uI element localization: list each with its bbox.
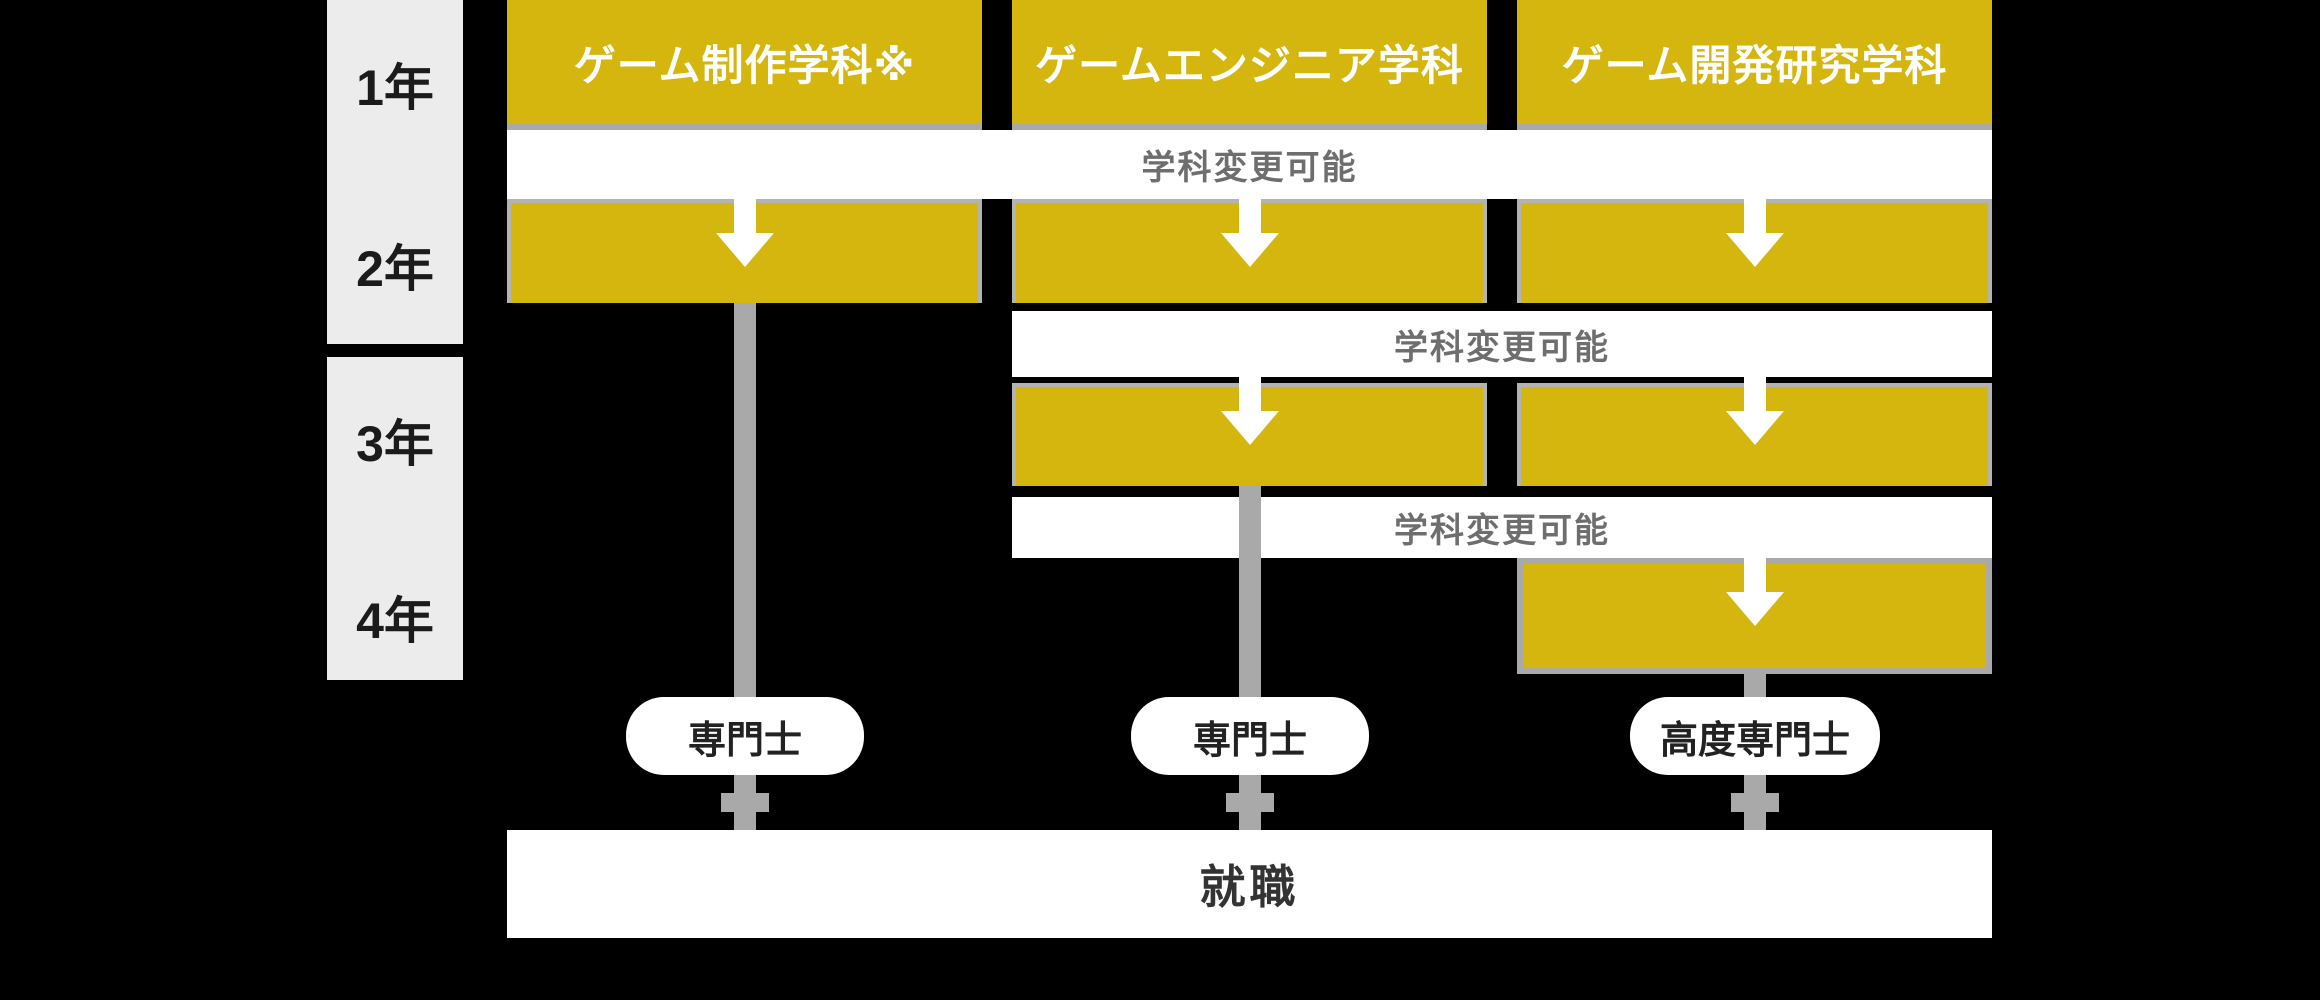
credential-badge-label: 専門士 bbox=[1192, 719, 1307, 762]
credential-badge-dept1: 専門士 bbox=[626, 697, 864, 775]
down-arrow-icon bbox=[1221, 377, 1279, 445]
transfer-band-year1-2: 学科変更可能 bbox=[507, 130, 1992, 199]
down-arrow-icon bbox=[716, 199, 774, 267]
dept-header-title: ゲームエンジニア学科 bbox=[1035, 41, 1464, 89]
credential-badge-dept2: 専門士 bbox=[1131, 697, 1369, 775]
dept-header-game-production: ゲーム制作学科※ bbox=[507, 0, 982, 130]
down-arrow-icon bbox=[1726, 558, 1784, 626]
down-arrow-icon bbox=[1726, 377, 1784, 445]
down-arrow-icon bbox=[1726, 199, 1784, 267]
year-axis-panel-upper bbox=[327, 0, 463, 344]
credential-badge-dept3: 高度専門士 bbox=[1630, 697, 1880, 775]
down-arrow-icon bbox=[1221, 199, 1279, 267]
gray-down-arrow-icon bbox=[1226, 775, 1274, 831]
employment-label: 就職 bbox=[1199, 861, 1300, 913]
year-label-4: 4年 bbox=[356, 593, 434, 649]
year-axis-panel-lower bbox=[327, 357, 463, 680]
year-label-3: 3年 bbox=[356, 416, 434, 472]
year-label-1: 1年 bbox=[356, 60, 434, 116]
dept-header-title: ゲーム開発研究学科 bbox=[1561, 41, 1948, 89]
transfer-band-year3-4: 学科変更可能 bbox=[1012, 497, 1992, 558]
transfer-band-label: 学科変更可能 bbox=[1394, 512, 1610, 550]
dept-header-game-dev-research: ゲーム開発研究学科 bbox=[1517, 0, 1992, 130]
connector-line bbox=[734, 303, 756, 697]
credential-badge-label: 高度専門士 bbox=[1659, 719, 1850, 762]
year-label-2: 2年 bbox=[356, 241, 434, 297]
transfer-band-label: 学科変更可能 bbox=[1394, 328, 1610, 367]
gray-down-arrow-icon bbox=[1731, 775, 1779, 831]
gray-down-arrow-icon bbox=[721, 775, 769, 831]
transfer-band-year2-3: 学科変更可能 bbox=[1012, 311, 1992, 377]
credential-badge-label: 専門士 bbox=[687, 719, 802, 762]
transfer-band-label: 学科変更可能 bbox=[1141, 149, 1358, 187]
dept-header-title: ゲーム制作学科※ bbox=[573, 41, 916, 89]
employment-bar: 就職 bbox=[507, 830, 1992, 938]
connector-line bbox=[1239, 486, 1261, 697]
dept-header-game-engineer: ゲームエンジニア学科 bbox=[1012, 0, 1487, 130]
connector-line bbox=[1744, 674, 1766, 697]
